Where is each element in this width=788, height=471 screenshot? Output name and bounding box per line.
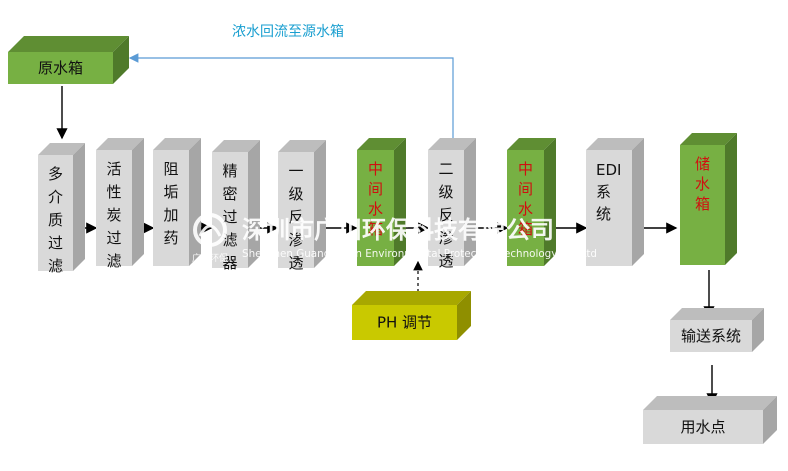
carbon-filter-label: 活性炭过滤 bbox=[106, 160, 121, 270]
recycle-flow-line bbox=[128, 53, 454, 148]
storage-tank-label: 储水箱 bbox=[695, 155, 710, 213]
ro-stage2-label: 二级反渗透 bbox=[438, 160, 453, 270]
ro-stage1-block: 一级反渗透 bbox=[278, 140, 326, 272]
ro-stage1-label: 一级反渗透 bbox=[288, 162, 303, 272]
mid-tank1-block: 中间水箱 bbox=[357, 138, 406, 266]
antiscalant-label: 阻垢加药 bbox=[163, 160, 178, 247]
delivery-block: 输送系统 bbox=[670, 308, 764, 352]
ph-adjust-block: PH 调节 bbox=[352, 291, 471, 340]
watermark-logo-text: 广川环保 bbox=[192, 252, 228, 264]
watermark-company: 深圳市广川环保科技有限公司 bbox=[242, 216, 554, 244]
watermark: 广川环保 深圳市广川环保科技有限公司 Shenzhen Guangchuan E… bbox=[192, 213, 597, 264]
use-point-label: 用水点 bbox=[680, 418, 725, 436]
watermark-company-en: Shenzhen Guangchuan Environmental Protec… bbox=[242, 247, 597, 260]
mid-tank2-label: 中间水箱 bbox=[518, 160, 533, 238]
antiscalant-block: 阻垢加药 bbox=[153, 138, 201, 266]
carbon-filter-block: 活性炭过滤 bbox=[96, 138, 144, 270]
mid-tank2-block: 中间水箱 bbox=[507, 138, 556, 266]
recycle-label: 浓水回流至源水箱 bbox=[232, 24, 344, 40]
ro-stage2-block: 二级反渗透 bbox=[428, 138, 476, 270]
ph-adjust-label: PH 调节 bbox=[377, 314, 432, 332]
use-point-block: 用水点 bbox=[643, 396, 777, 444]
multimedia-filter-label: 多介质过滤 bbox=[48, 165, 63, 275]
mid-tank1-label: 中间水箱 bbox=[368, 160, 383, 238]
multimedia-filter-block: 多介质过滤 bbox=[38, 143, 85, 275]
watermark-logo-icon bbox=[193, 213, 227, 247]
raw-tank-block: 原水箱 bbox=[8, 36, 129, 84]
raw-tank-label: 原水箱 bbox=[38, 59, 83, 77]
delivery-label: 输送系统 bbox=[681, 327, 741, 345]
precision-filter-label: 精密过滤器 bbox=[222, 162, 237, 272]
precision-filter-block: 精密过滤器 bbox=[212, 140, 260, 272]
storage-tank-block: 储水箱 bbox=[680, 133, 737, 265]
